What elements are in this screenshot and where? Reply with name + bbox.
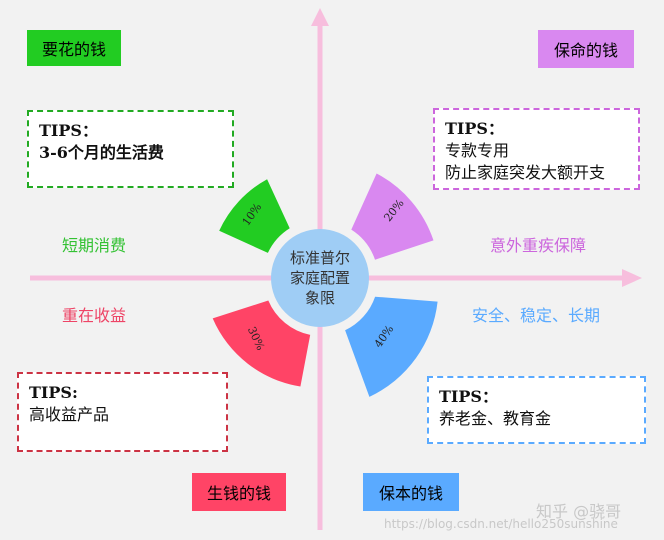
sector-30-percent (212, 300, 311, 387)
tips-box-bottom-right: TIPS： 养老金、教育金 (427, 376, 646, 444)
center-line-2: 家庭配置 (289, 269, 350, 287)
center-line-3: 象限 (304, 289, 335, 307)
tips-box-top-right: TIPS： 专款专用 防止家庭突发大额开支 (433, 108, 640, 190)
label-focus-on-returns: 重在收益 (62, 306, 127, 325)
center-circle (271, 229, 369, 327)
tag-principal-safe-money: 保本的钱 (363, 473, 459, 511)
tag-spending-money: 要花的钱 (27, 30, 121, 66)
center-line-1: 标准普尔 (289, 249, 350, 267)
tips-title: TIPS: (29, 383, 78, 402)
center-title: 标准普尔 家庭配置 象限 (280, 248, 360, 308)
tips-line: 3-6个月的生活费 (39, 143, 164, 162)
tips-title: TIPS： (39, 121, 98, 140)
watermark-zhihu: 知乎 @骁哥 (536, 502, 622, 521)
sector-20-percent (351, 173, 434, 260)
vertical-axis-arrow (311, 8, 329, 26)
watermark-url: https://blog.csdn.net/hello250sunshine (384, 517, 618, 531)
label-short-term-consumption: 短期消费 (62, 236, 127, 255)
tips-line: 专款专用 (445, 141, 510, 160)
tips-title: TIPS： (445, 119, 504, 138)
sector-10-percent (219, 179, 290, 253)
tips-line: 高收益产品 (29, 405, 110, 424)
tips-box-top-left: TIPS： 3-6个月的生活费 (27, 110, 234, 188)
tag-growth-money: 生钱的钱 (192, 473, 286, 511)
sector-40-percent (345, 296, 438, 397)
tips-line: 防止家庭突发大额开支 (445, 163, 606, 182)
horizontal-axis-arrow (622, 269, 642, 287)
tips-title: TIPS： (439, 387, 498, 406)
label-accident-illness-coverage: 意外重疾保障 (490, 236, 587, 255)
tag-insurance-money: 保命的钱 (538, 30, 634, 68)
label-safe-stable-longterm: 安全、稳定、长期 (472, 306, 601, 325)
tips-box-bottom-left: TIPS: 高收益产品 (17, 372, 228, 452)
tips-line: 养老金、教育金 (439, 409, 552, 428)
